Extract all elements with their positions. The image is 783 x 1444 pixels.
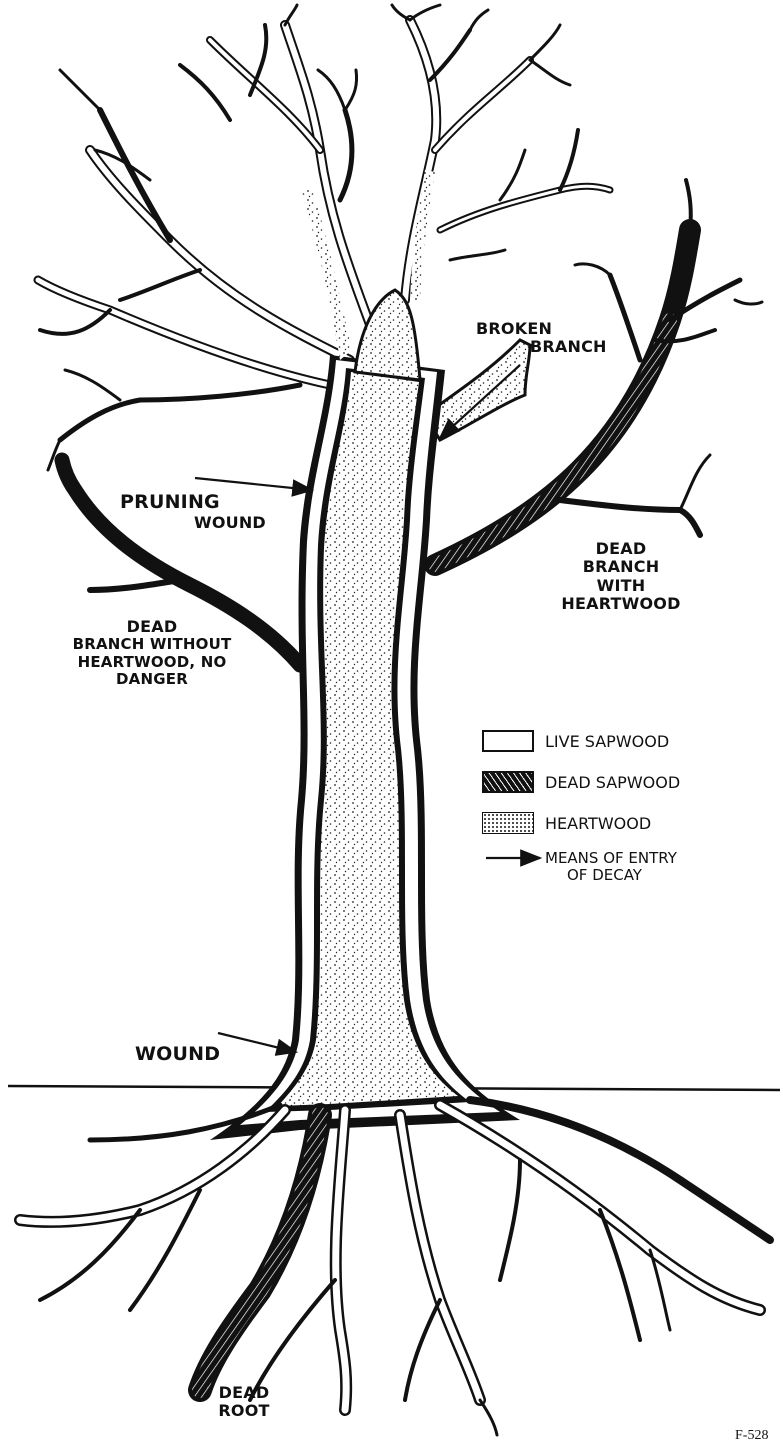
legend-entry-line2: OF DECAY	[567, 867, 677, 884]
label-dwoh-line3: HEARTWOOD, NO	[52, 654, 252, 671]
roots	[20, 1100, 770, 1435]
label-dwh-line1: DEAD	[556, 540, 686, 558]
label-dwoh-line1: DEAD	[52, 618, 252, 636]
label-dead-root-line1: DEAD	[210, 1384, 278, 1402]
label-dwoh-line4: DANGER	[52, 671, 252, 688]
label-broken-line1: BROKEN	[476, 320, 607, 338]
label-pruning-line1: PRUNING	[120, 492, 266, 514]
label-dead-root: DEAD ROOT	[210, 1384, 278, 1421]
legend-swatch-live-sapwood	[482, 730, 534, 752]
label-wound: WOUND	[135, 1044, 220, 1066]
label-broken-line2: BRANCH	[530, 338, 607, 356]
dead-root	[200, 1115, 320, 1390]
label-dwoh-line2: BRANCH WITHOUT	[52, 636, 252, 653]
legend-label-dead-sapwood: DEAD SAPWOOD	[545, 774, 680, 792]
label-dead-root-line2: ROOT	[210, 1402, 278, 1420]
legend-entry-line1: MEANS OF ENTRY	[545, 850, 677, 867]
legend-swatch-heartwood	[482, 812, 534, 834]
label-dead-branch-with-heartwood: DEAD BRANCH WITH HEARTWOOD	[556, 540, 686, 614]
legend-swatch-dead-sapwood	[482, 771, 534, 793]
label-pruning-wound: PRUNING WOUND	[120, 492, 266, 532]
figure-number: F-528	[735, 1428, 768, 1444]
label-dwh-line2: BRANCH WITH	[556, 558, 686, 595]
legend-label-live-sapwood: LIVE SAPWOOD	[545, 733, 669, 751]
label-dwh-line3: HEARTWOOD	[556, 595, 686, 613]
label-dead-branch-without-heartwood: DEAD BRANCH WITHOUT HEARTWOOD, NO DANGER	[52, 618, 252, 688]
legend-label-heartwood: HEARTWOOD	[545, 815, 651, 833]
legend-label-entry: MEANS OF ENTRY OF DECAY	[545, 850, 677, 883]
label-pruning-line2: WOUND	[194, 514, 266, 532]
label-broken-branch: BROKEN BRANCH	[476, 320, 607, 357]
arrow-pruning-wound	[195, 478, 312, 490]
arrow-wound	[218, 1033, 296, 1052]
